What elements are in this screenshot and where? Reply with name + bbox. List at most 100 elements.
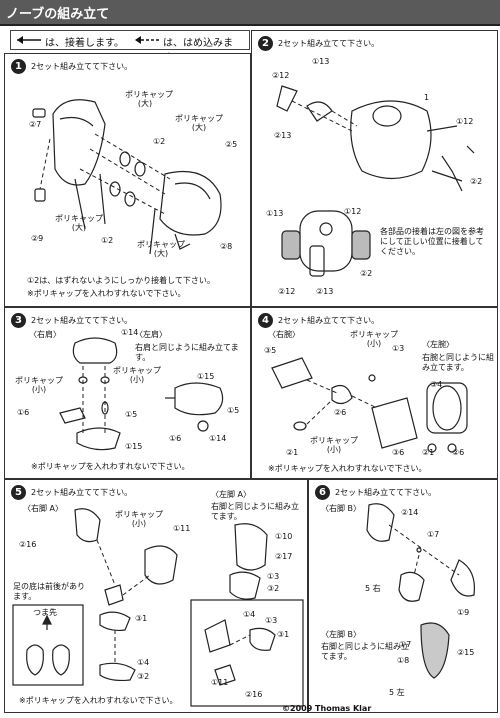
- step6-left-leg: 〈左脚 B〉: [321, 630, 362, 639]
- step2-label: ①12: [344, 207, 362, 216]
- step2-header: 2セット組み立てて下さい。: [278, 39, 380, 48]
- step4-header: 2セット組み立てて下さい。: [278, 316, 380, 325]
- step3-label: ①6: [169, 434, 182, 443]
- step5-left-leg: 〈左脚 A〉: [211, 490, 252, 499]
- step4-label: ②1: [422, 448, 435, 457]
- step5-label: ③1: [277, 630, 290, 639]
- step6-label: 5 右: [365, 584, 381, 593]
- step1-label: ポリキャップ (大): [125, 90, 173, 108]
- step2-label: ②13: [274, 131, 292, 140]
- step3-label: ①15: [197, 372, 215, 381]
- step2-label: ①12: [456, 117, 474, 126]
- copyright: ©2009 Thomas Klar: [282, 704, 372, 713]
- step3-number: 3: [11, 313, 26, 328]
- step2-label: ②12: [272, 71, 290, 80]
- step3-same-text: 右肩と同じように組み立てます。: [135, 343, 239, 362]
- step5-label: ②16: [19, 540, 37, 549]
- step1-label: ②8: [220, 242, 233, 251]
- step4-label: ②6: [452, 448, 465, 457]
- step1-number: 1: [11, 59, 26, 74]
- step3-right-shoulder: 〈右肩〉: [29, 330, 61, 339]
- step1-note-polycap: ※ポリキャップを入れわすれないで下さい。: [27, 289, 186, 298]
- step4-left-arm: 〈左腕〉: [422, 340, 454, 349]
- step5-label: ①3: [265, 616, 278, 625]
- step5-right-leg: 〈右脚 A〉: [23, 504, 64, 513]
- step5-label: ①10: [275, 532, 293, 541]
- step6-drawing: [366, 503, 476, 679]
- step1-drawing: [32, 99, 222, 255]
- step3-label: ①15: [125, 442, 143, 451]
- step1-label: ②7: [29, 120, 42, 129]
- step5-label: ②17: [275, 552, 293, 561]
- legend-solid-text: は、接着します。: [45, 38, 124, 49]
- step5-label: ③2: [267, 584, 280, 593]
- step5-label: ②16: [245, 690, 263, 699]
- step1-header: 2セット組み立てて下さい。: [31, 62, 133, 71]
- step5-label: ③2: [137, 672, 150, 681]
- step3-label: ①6: [17, 408, 30, 417]
- step4-label: ポリキャップ (小): [350, 330, 398, 348]
- step5-number: 5: [11, 485, 26, 500]
- step4-panel: 4 2セット組み立てて下さい。 〈右腕〉 〈左腕〉 右腕と同じように組み立てます…: [251, 307, 498, 479]
- step1-note-glue: ①2は、はずれないようにしっかり接着して下さい。: [27, 276, 215, 285]
- step6-label: ②15: [457, 648, 475, 657]
- step1-label: ②9: [31, 234, 44, 243]
- step4-label: ③5: [264, 346, 277, 355]
- step6-header: 2セット組み立てて下さい。: [335, 488, 437, 497]
- step1-label: ②5: [225, 140, 238, 149]
- step6-label: ①7: [399, 640, 412, 649]
- step5-label: ①3: [267, 572, 280, 581]
- step3-left-shoulder: 〈左肩〉: [135, 330, 167, 339]
- step5-same-text: 右脚と同じように組み立てます。: [211, 502, 299, 521]
- step2-label: ①13: [266, 209, 284, 218]
- step4-right-arm: 〈右腕〉: [268, 330, 300, 339]
- step5-header: 2セット組み立てて下さい。: [31, 488, 133, 497]
- step5-panel: 5 2セット組み立てて下さい。 〈右脚 A〉 〈左脚 A〉 右脚と同じように組み…: [4, 479, 308, 713]
- step5-note: ※ポリキャップを入れわすれないで下さい。: [19, 696, 178, 705]
- step5-toe-label: つま先: [33, 608, 57, 617]
- step2-label: ②12: [278, 287, 296, 296]
- step1-label: ①2: [153, 137, 166, 146]
- step3-label: ①14: [209, 434, 227, 443]
- step4-label: ③4: [430, 380, 443, 389]
- page-title-bar: ノーブの組み立て: [0, 0, 500, 26]
- step3-label: ①5: [125, 410, 138, 419]
- step2-label: ②13: [316, 287, 334, 296]
- step6-label: ②14: [401, 508, 419, 517]
- step2-panel: 2 2セット組み立てて下さい。 ①13 ②12 1 ①12 ②13 ②2 ①13…: [251, 30, 498, 307]
- step2-label: ①13: [312, 57, 330, 66]
- step3-label: ポリキャップ (小): [15, 376, 63, 394]
- step2-note: 各部品の接着は左の図を参考にして正しい位置に接着してください。: [380, 227, 484, 256]
- step6-panel: 6 2セット組み立てて下さい。 〈右脚 B〉 〈左脚 B〉 右脚と同じように組み…: [308, 479, 498, 713]
- step6-number: 6: [315, 485, 330, 500]
- step4-note: ※ポリキャップを入れわすれないで下さい。: [268, 464, 427, 473]
- step4-label: ポリキャップ (小): [310, 436, 358, 454]
- step2-label: ②2: [360, 269, 373, 278]
- step3-panel: 3 2セット組み立てて下さい。 〈右肩〉 〈左肩〉 右肩と同じように組み立てます…: [4, 307, 251, 479]
- step3-note: ※ポリキャップを入れわすれないで下さい。: [31, 462, 190, 471]
- step4-label: ②6: [334, 408, 347, 417]
- page-title: ノーブの組み立て: [6, 7, 110, 22]
- step1-label: ポリキャップ (大): [175, 114, 223, 132]
- step1-panel: 1 2セット組み立てて下さい。 ②7 ポリキャップ (大) ポリキャップ (大)…: [4, 53, 251, 307]
- step4-label: ①3: [392, 344, 405, 353]
- step1-label: ①2: [101, 236, 114, 245]
- step5-label: ①11: [211, 678, 229, 687]
- step3-label: ①5: [227, 406, 240, 415]
- step5-drawing: [12, 508, 304, 707]
- step3-label: ポリキャップ (小): [113, 366, 161, 384]
- step3-label: ①14: [121, 328, 139, 337]
- legend-box: は、接着します。 は、はめ込みます。: [10, 30, 250, 64]
- step6-label: ①7: [427, 530, 440, 539]
- step5-foot-note: 足の底は前後があります。: [13, 582, 85, 601]
- step1-label: ポリキャップ (大): [55, 214, 103, 232]
- step2-number: 2: [258, 36, 273, 51]
- step3-header: 2セット組み立てて下さい。: [31, 316, 133, 325]
- step5-label: ①11: [173, 524, 191, 533]
- step6-label: ①9: [457, 608, 470, 617]
- step1-label: ポリキャップ (大): [137, 240, 185, 258]
- step5-label: ①4: [243, 610, 256, 619]
- step4-number: 4: [258, 313, 273, 328]
- step3-drawing: [59, 337, 224, 451]
- step6-same-text: 右脚と同じように組み立てます。: [321, 642, 409, 661]
